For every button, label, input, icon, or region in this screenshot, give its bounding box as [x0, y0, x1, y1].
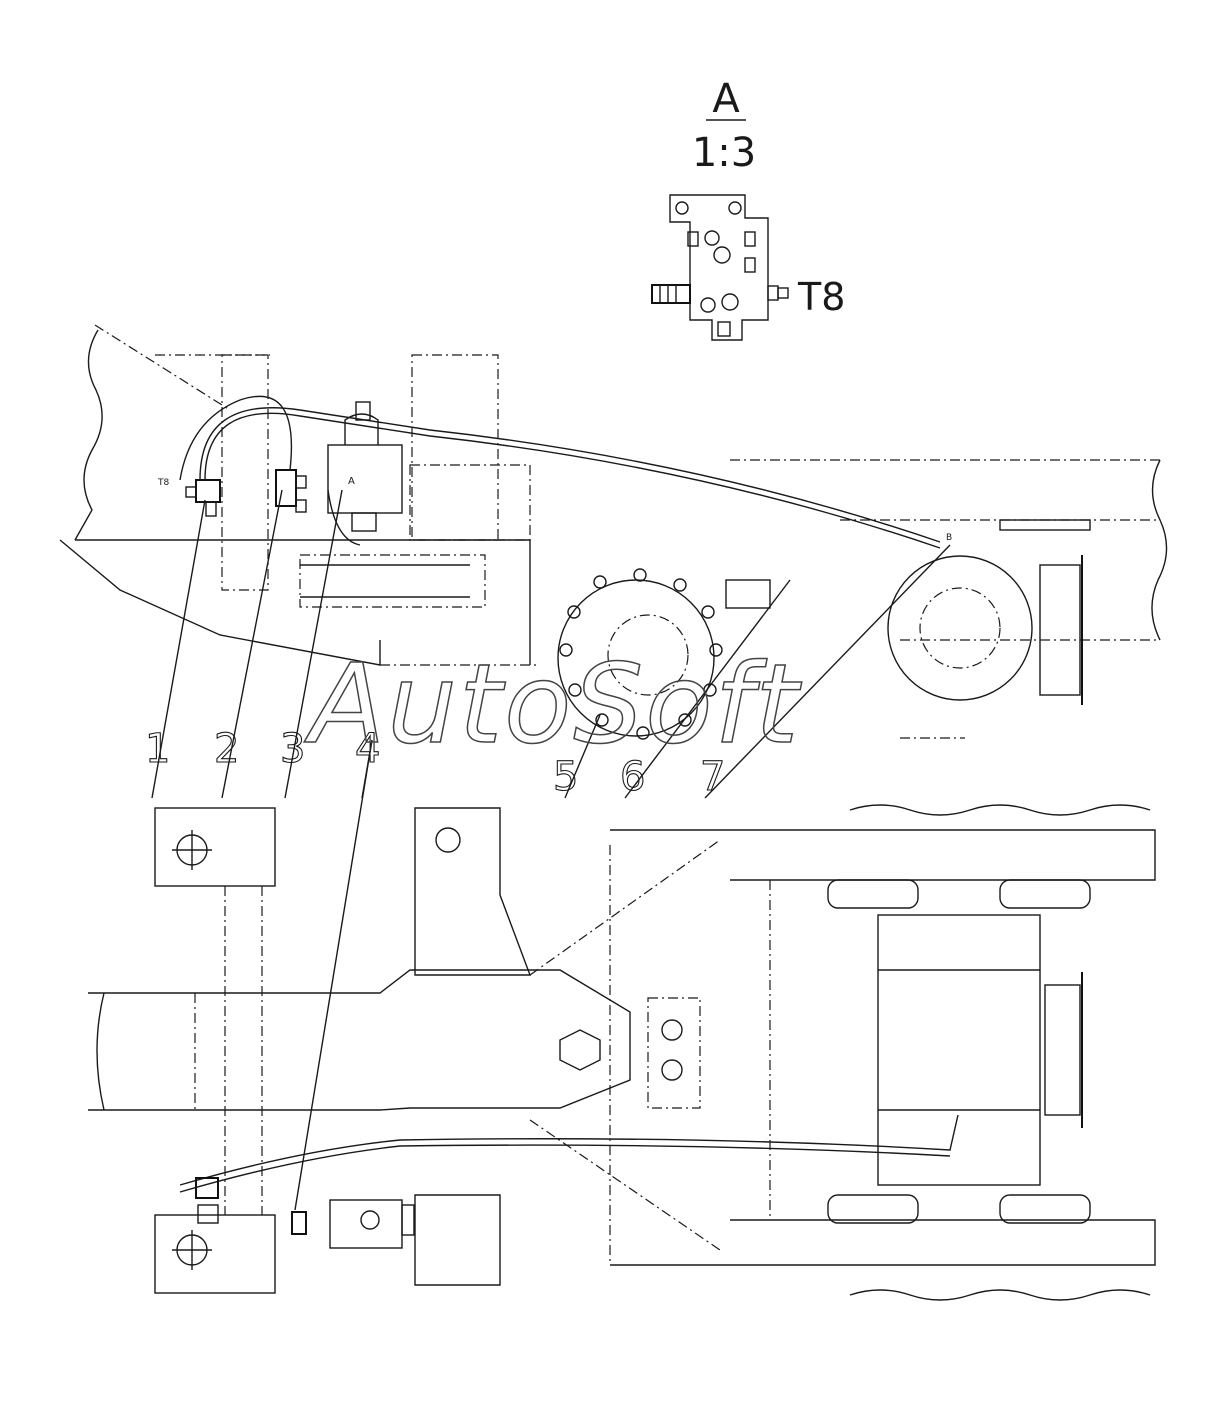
side-view: A T8 [59, 324, 1168, 740]
port-mark-b: B [946, 533, 952, 543]
detail-view-scale: 1:3 [692, 130, 756, 176]
callout-6: 6 [620, 754, 645, 800]
valve-tag: T8 [157, 478, 169, 488]
callout-leaders [151, 489, 951, 1211]
callout-2: 2 [214, 726, 239, 772]
detail-port-label: T8 [797, 275, 845, 319]
callout-3: 3 [280, 726, 305, 772]
watermark: AutoSoft [304, 640, 802, 768]
view-mark-a: A [348, 476, 355, 487]
detail-view-a: A 1:3 T8 [651, 76, 845, 341]
callout-4: 4 [355, 726, 380, 772]
hub-bolts [559, 568, 723, 740]
callout-1: 1 [145, 726, 170, 772]
callout-numbers: 1 2 3 4 5 6 7 [144, 725, 726, 800]
callout-7: 7 [700, 754, 725, 800]
detail-view-letter: A [712, 76, 740, 122]
callout-5: 5 [553, 754, 578, 800]
top-view [88, 804, 1156, 1301]
